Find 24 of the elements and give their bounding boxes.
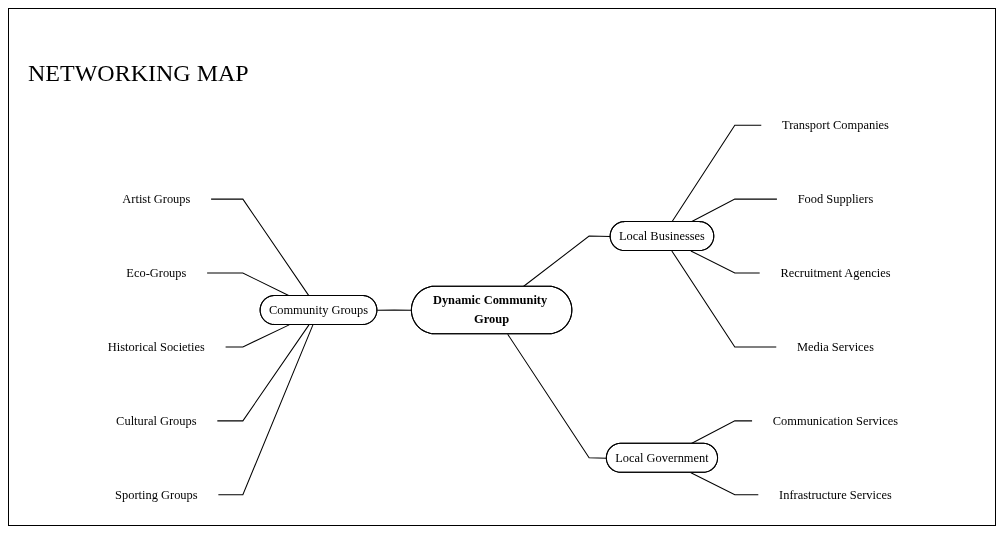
- connector: [690, 250, 761, 274]
- connector: [671, 124, 762, 223]
- connector: [690, 420, 753, 445]
- node-text: Communication Services: [772, 413, 899, 428]
- connector: [206, 272, 290, 297]
- node-text: Recruitment Agencies: [780, 265, 891, 280]
- connector: [690, 198, 778, 223]
- connector: [671, 250, 777, 348]
- connector: [225, 324, 290, 348]
- connector: [216, 324, 310, 422]
- diagram-title: NETWORKING MAP: [28, 60, 249, 87]
- node-text: Eco-Groups: [126, 265, 187, 280]
- node-text: Artist Groups: [122, 191, 191, 206]
- node-text: Media Services: [796, 339, 874, 354]
- connector: [217, 324, 314, 496]
- node-text: Cultural Groups: [116, 413, 197, 428]
- connector: [522, 235, 611, 288]
- node-text: Food Suppliers: [797, 191, 874, 206]
- node-text: Sporting Groups: [115, 487, 198, 502]
- connector: [690, 472, 759, 496]
- node-text: Infrastructure Services: [779, 487, 892, 502]
- node-text: Historical Societies: [107, 339, 205, 354]
- node-text: Transport Companies: [782, 117, 889, 132]
- connector: [210, 198, 310, 297]
